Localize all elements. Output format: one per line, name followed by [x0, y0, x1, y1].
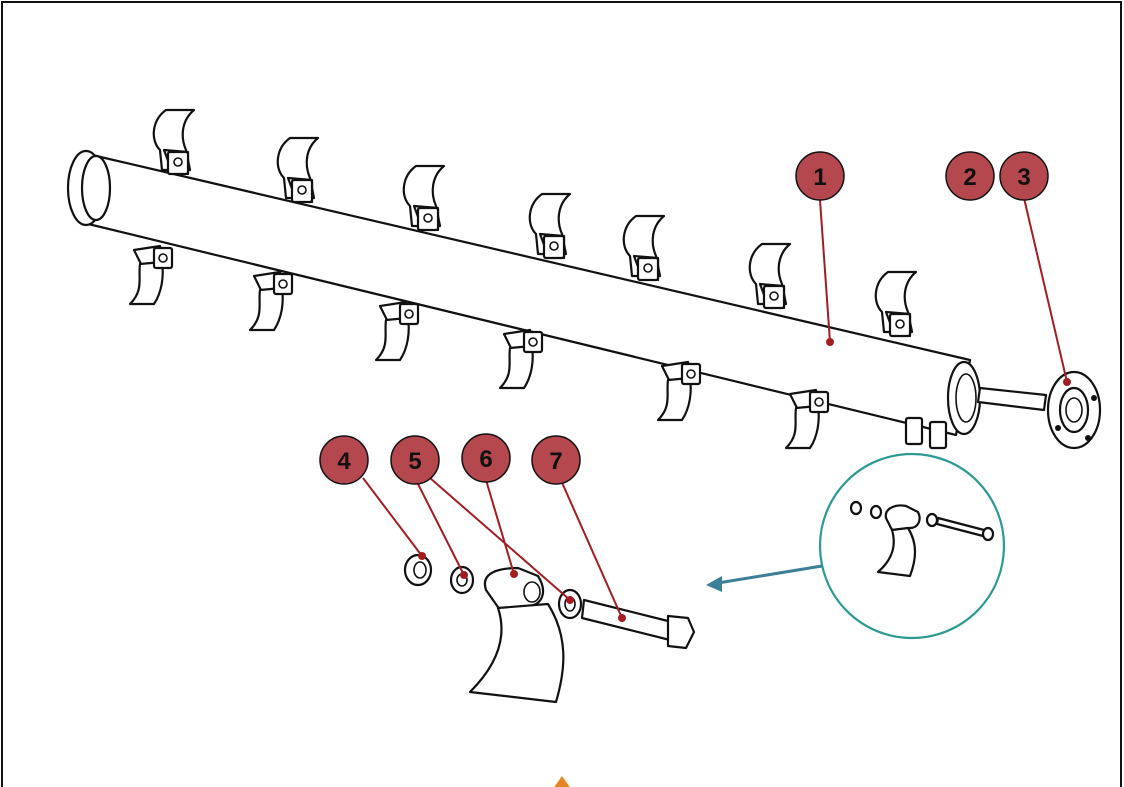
svg-text:1: 1: [813, 164, 826, 191]
leader-5b: [429, 477, 571, 601]
callout-4: 4: [319, 435, 369, 485]
callout-5: 5: [390, 435, 440, 485]
callout-3: 3: [999, 151, 1049, 201]
leader-4: [362, 477, 423, 557]
callout-6: 6: [461, 433, 511, 483]
bottom-marker: [554, 776, 570, 787]
svg-text:2: 2: [963, 164, 976, 191]
svg-text:7: 7: [549, 448, 562, 475]
nut: [403, 553, 433, 587]
callouts: 1 2 3 4 5 6 7: [319, 151, 1049, 485]
rotor-tube: [78, 153, 972, 437]
svg-text:4: 4: [337, 448, 351, 475]
callout-1: 1: [795, 151, 845, 201]
leader-3: [1023, 197, 1068, 383]
svg-text:3: 3: [1017, 164, 1030, 191]
svg-text:5: 5: [408, 448, 421, 475]
leader-1: [819, 199, 831, 343]
bolt: [580, 598, 696, 650]
leader-7: [559, 477, 623, 619]
exploded-blade: [468, 566, 565, 704]
detail-arrow: [706, 564, 823, 592]
exploded-hardware: [403, 553, 696, 704]
leader-5a: [416, 481, 465, 576]
stub-shaft: [976, 386, 1048, 412]
leader-6: [485, 479, 515, 575]
callout-7: 7: [531, 435, 581, 485]
callout-2: 2: [945, 151, 995, 201]
rotor-assembly: [66, 149, 1102, 450]
svg-text:6: 6: [479, 446, 492, 473]
leader-lines: [362, 197, 1071, 622]
detail-inset: [818, 452, 1006, 640]
